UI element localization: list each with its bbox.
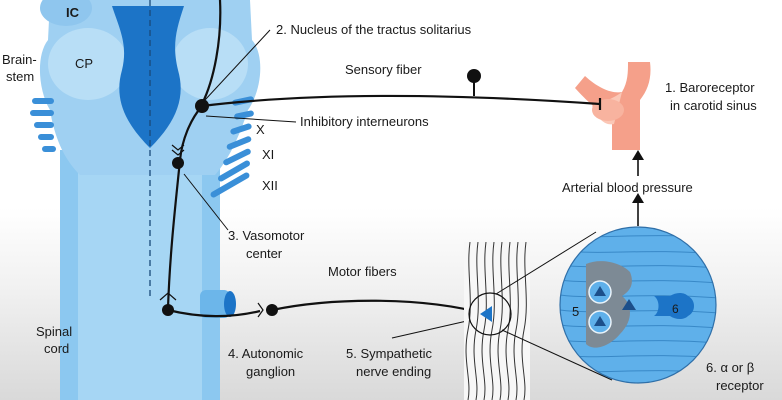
label-receptor-1: 6. α or β [706,360,754,375]
label-ganglion-2: ganglion [246,364,295,379]
carotid-sinus [592,99,624,121]
sensory-ganglion-cell [467,69,481,83]
label-inset-5: 5 [572,304,579,319]
label-receptor-2: receptor [716,378,764,393]
label-sensory-fiber: Sensory fiber [345,62,422,77]
label-cn-x: X [256,122,265,137]
label-arterial-bp: Arterial blood pressure [562,180,693,195]
label-brainstem-1: Brain- [2,52,37,67]
receptor-shape [654,293,694,319]
label-baro-1: 1. Baroreceptor [665,80,755,95]
descending-fiber [166,105,203,309]
cranial-nerve-roots-right [210,96,254,198]
ascending-fiber [201,0,222,105]
effector-tissue [464,242,530,400]
label-spinal-1: Spinal [36,324,72,339]
receptor-inset [559,226,717,384]
label-inhibitory: Inhibitory interneurons [300,114,429,129]
label-ending-1: 5. Sympathetic [346,346,432,361]
nerve-ending-terminal [480,306,492,322]
arrowhead [632,150,644,160]
label-brainstem-2: stem [6,69,34,84]
spinal-nerve-root [200,290,230,318]
label-vasomotor-2: center [246,246,283,261]
fourth-ventricle [112,6,184,148]
label-baro-2: in carotid sinus [670,98,757,113]
label-spinal-2: cord [44,341,69,356]
neurotransmitter [622,299,636,310]
label-inset-6: 6 [672,302,679,316]
cerebellar-peduncle-left [48,28,128,100]
spinal-cord [60,150,236,400]
label-ganglion-1: 4. Autonomic [228,346,304,361]
label-ic: IC [66,5,80,20]
label-vasomotor-1: 3. Vasomotor [228,228,305,243]
cerebellar-peduncle-right [172,28,248,100]
motor-fiber-line [271,299,487,316]
sensory-fiber-line [201,94,601,108]
label-ending-2: nerve ending [356,364,431,379]
cranial-nerve-roots-left [30,98,56,152]
vasomotor-neuron [172,157,184,169]
label-motor-fibers: Motor fibers [328,264,397,279]
inferior-colliculus [40,0,92,26]
brainstem [39,0,261,300]
magnify-circle [468,292,512,336]
label-nts: 2. Nucleus of the tractus solitarius [276,22,472,37]
label-cn-xi: XI [262,147,274,162]
label-cp: CP [75,56,93,71]
carotid-artery [575,62,651,150]
label-cn-xii: XII [262,178,278,193]
